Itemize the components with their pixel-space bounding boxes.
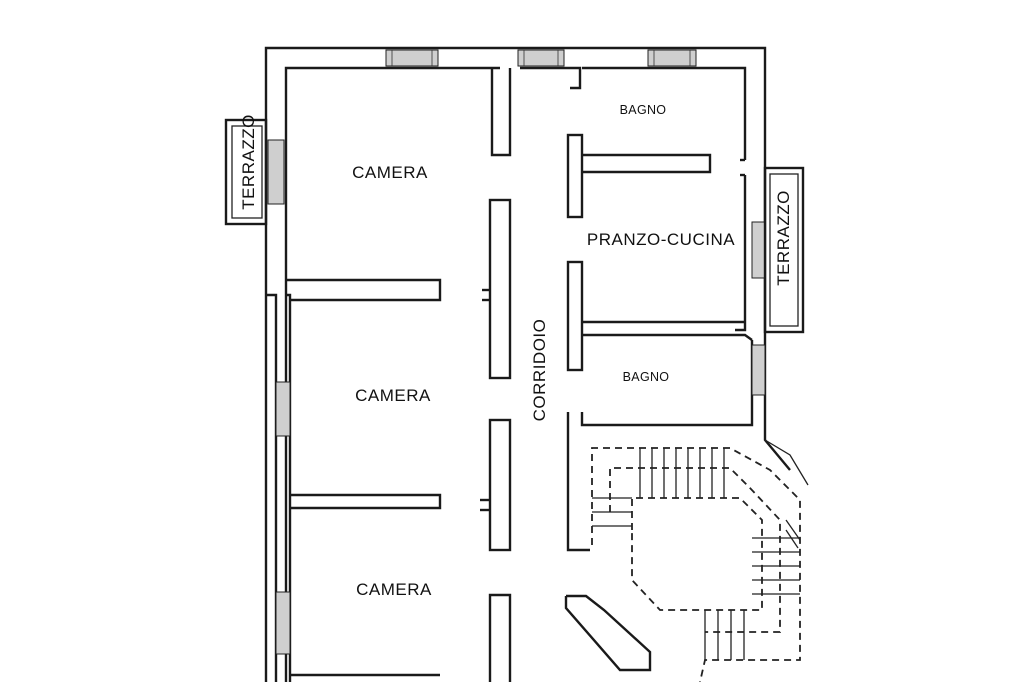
room-label-camera-1: CAMERA	[352, 163, 428, 182]
room-label-corridoio: CORRIDOIO	[530, 319, 549, 422]
terrace-left	[224, 118, 268, 226]
room-label-bagno-2: BAGNO	[623, 370, 670, 384]
staircase-icon	[591, 439, 809, 682]
internal-walls	[286, 68, 753, 682]
room-label-pranzo-cucina: PRANZO-CUCINA	[587, 230, 735, 249]
room-label-terrazzo-right: TERRAZZO	[774, 190, 793, 286]
room-label-terrazzo-left: TERRAZZO	[239, 114, 258, 210]
terrace-right	[763, 166, 805, 334]
window-icon	[267, 49, 766, 655]
room-label-camera-2: CAMERA	[355, 386, 431, 405]
outer-walls	[264, 46, 791, 682]
room-label-camera-3: CAMERA	[356, 580, 432, 599]
room-label-bagno-1: BAGNO	[620, 103, 667, 117]
